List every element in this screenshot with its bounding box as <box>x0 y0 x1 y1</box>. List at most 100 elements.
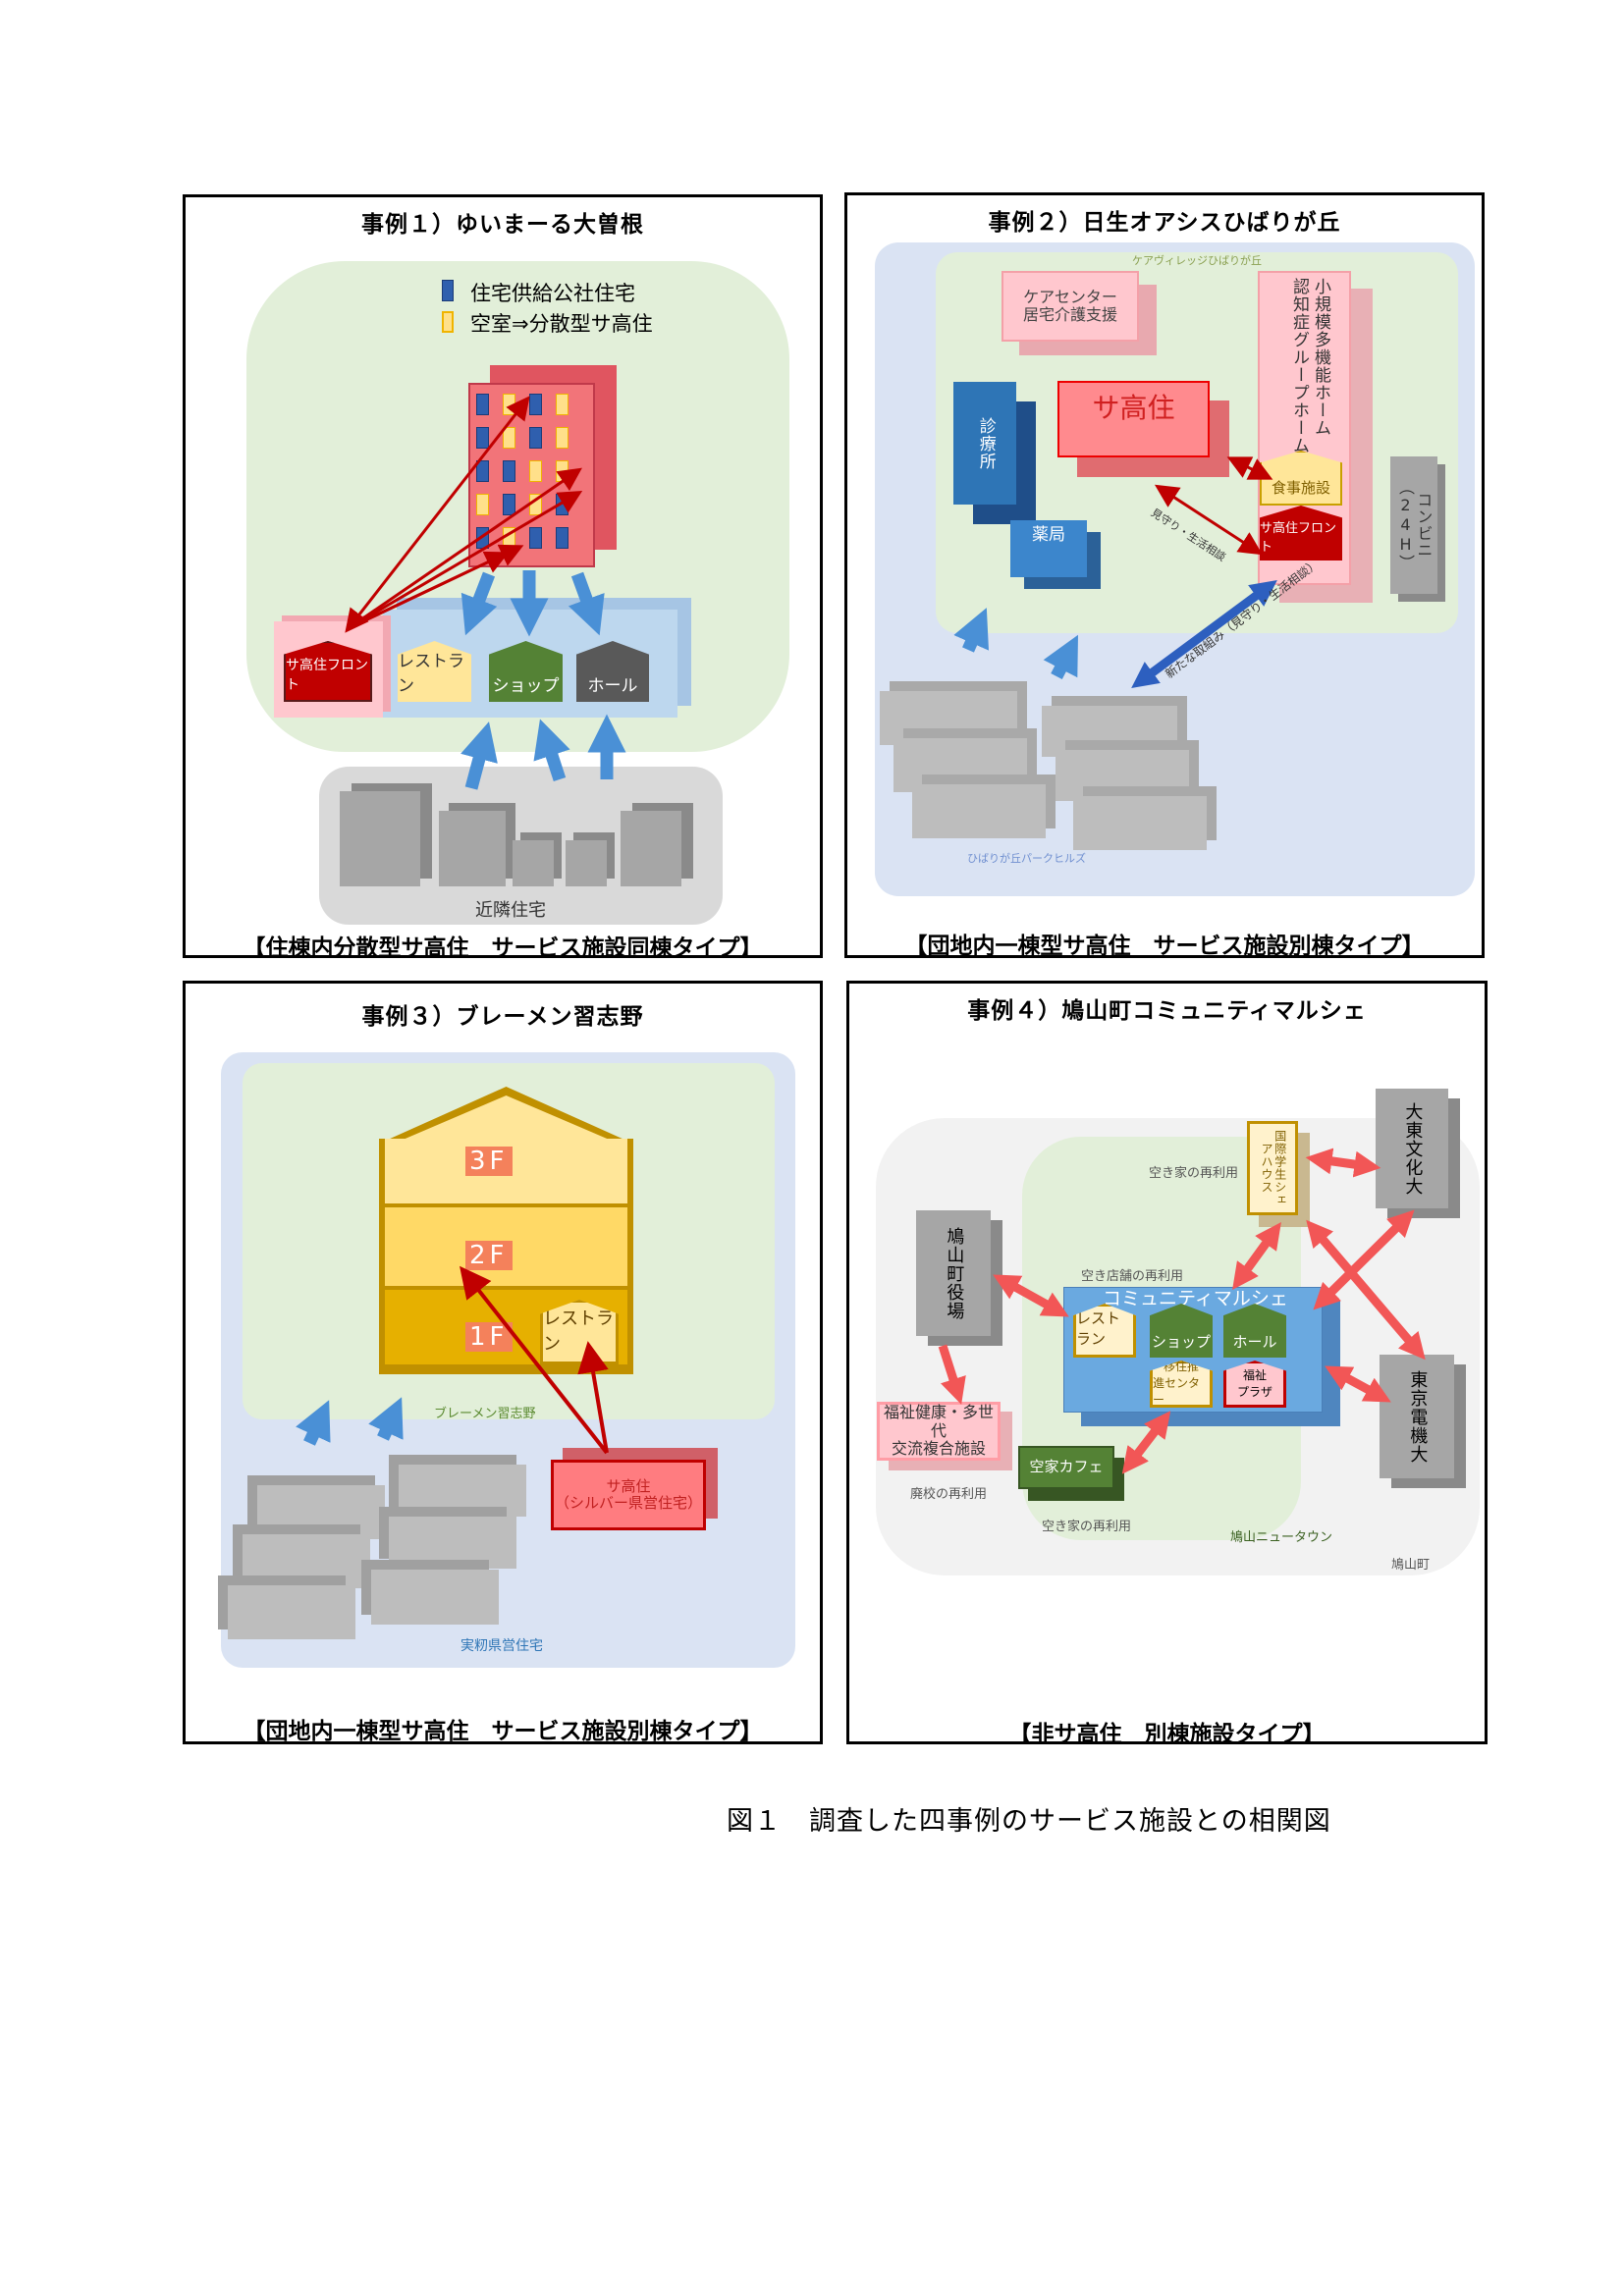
convenience-label: コンビニ（24H） <box>1396 479 1434 571</box>
window <box>556 527 568 549</box>
clinic: 診療所 <box>953 382 1016 505</box>
window <box>503 494 515 515</box>
pharmacy-label: 薬局 <box>1032 525 1065 545</box>
window <box>529 427 542 449</box>
case1-panel: 事例１）ゆいまーる大曽根 住宅供給公社住宅 空室⇒分散型サ高住 サ高住フロント … <box>183 194 823 958</box>
migration-label-2: 進センター <box>1153 1376 1201 1407</box>
estate-building <box>257 1485 385 1539</box>
floor-label-3f: 3F <box>465 1147 513 1176</box>
hall-label: ホール <box>587 676 638 696</box>
estate-building <box>1073 796 1207 850</box>
small-multi-label: 小規模多機能ホーム <box>1311 278 1330 437</box>
hall-label: ホール <box>1232 1333 1277 1351</box>
apartment-windows <box>476 394 594 561</box>
sakoju-label: サ高住 <box>1092 392 1175 424</box>
estate-label: ひばりが丘パークヒルズ <box>967 852 1086 865</box>
dining-label: 食事施設 <box>1271 479 1330 497</box>
marche-label: コミュニティマルシェ <box>1103 1288 1288 1309</box>
denki-university: 東京電機大 <box>1380 1355 1454 1478</box>
window <box>503 527 515 549</box>
case1-title: 事例１）ゆいまーる大曽根 <box>361 212 644 238</box>
legend-public-housing: 住宅供給公社住宅 <box>470 282 635 305</box>
vacant-house-cafe: 空家カフェ <box>1018 1446 1114 1489</box>
daito-label: 大東文化大 <box>1402 1101 1424 1196</box>
sakoju-label: サ高住 <box>606 1476 651 1495</box>
neighbor-house <box>566 840 607 886</box>
care-center: ケアセンター居宅介護支援 <box>1001 271 1139 342</box>
denki-label: 東京電機大 <box>1407 1369 1429 1464</box>
village-label: ケアヴィレッジひばりが丘 <box>1132 254 1262 267</box>
silver-housing-label: （シルバー県営住宅） <box>554 1494 702 1512</box>
estate-building <box>912 784 1046 838</box>
shop-label: ショップ <box>492 676 560 696</box>
estate-building <box>371 1570 499 1625</box>
legend-blue-icon <box>442 280 454 301</box>
floor-label-1f: 1F <box>465 1322 513 1352</box>
reuse-vacant-label-2: 空き家の再利用 <box>1042 1520 1132 1534</box>
cafe-label: 空家カフェ <box>1029 1458 1104 1476</box>
case3-footer: 【団地内一棟型サ高住 サービス施設別棟タイプ】 <box>243 1719 763 1744</box>
estate-building <box>389 1517 516 1569</box>
town-office: 鳩山町役場 <box>916 1210 991 1336</box>
migration-center-house: 移住推進センター <box>1150 1361 1213 1408</box>
estate-building <box>1042 706 1177 757</box>
case2-panel: 事例２）日生オアシスひばりが丘 ケアヴィレッジひばりが丘 ケアセンター居宅介護支… <box>844 192 1485 958</box>
window <box>556 494 568 515</box>
welfare-plaza-label-2: プラザ <box>1236 1384 1272 1399</box>
welfare-complex: 福祉健康・多世代交流複合施設 <box>877 1402 1001 1461</box>
shop-house: ショップ <box>489 641 563 702</box>
shop-house: ショップ <box>1150 1304 1213 1358</box>
window <box>529 494 542 515</box>
legend-yellow-icon <box>442 311 454 333</box>
neighbor-house <box>340 791 420 886</box>
case1-footer: 【住棟内分散型サ高住 サービス施設同棟タイプ】 <box>243 935 763 958</box>
share-house: 国際学生シェアハウス <box>1247 1121 1298 1215</box>
window <box>476 527 489 549</box>
estate-building <box>1056 750 1189 801</box>
neighbor-house <box>621 811 681 886</box>
case4-panel: 事例４）鳩山町コミュニティマルシェ 空き家の再利用 空き店舗の再利用 廃校の再利… <box>846 981 1488 1744</box>
front-label: サ高住フロント <box>286 658 368 693</box>
estate-label: 実籾県営住宅 <box>460 1638 543 1654</box>
restaurant-label: レストラン <box>398 652 464 696</box>
home-care-label: 居宅介護支援 <box>1022 305 1117 324</box>
window <box>503 460 515 482</box>
window <box>556 427 568 449</box>
case4-footer: 【非サ高住 別棟施設タイプ】 <box>1008 1722 1326 1744</box>
case2-title: 事例２）日生オアシスひばりが丘 <box>988 210 1341 236</box>
clinic-label: 診療所 <box>975 416 996 470</box>
window <box>503 427 515 449</box>
neighbor-house <box>513 840 554 886</box>
window <box>503 394 515 415</box>
welfare-plaza-house: 福祉プラザ <box>1223 1361 1286 1408</box>
restaurant-label: レストラン <box>1076 1309 1121 1348</box>
estate-building <box>893 738 1027 792</box>
case3-title: 事例３）ブレーメン習志野 <box>361 1004 644 1030</box>
dining-house: 食事施設 <box>1260 451 1342 506</box>
sakoju-building: サ高住 <box>1057 381 1210 457</box>
case2-footer: 【団地内一棟型サ高住 サービス施設別棟タイプ】 <box>904 934 1425 958</box>
restaurant-house: レストラン <box>398 641 471 702</box>
window <box>556 460 568 482</box>
convenience-store: コンビニ（24H） <box>1390 456 1437 594</box>
pharmacy: 薬局 <box>1010 520 1087 577</box>
welfare-plaza-label: 福祉 <box>1242 1367 1267 1382</box>
estate-building <box>399 1465 526 1517</box>
estate-building <box>880 691 1017 745</box>
legend-vacant-sakoju: 空室⇒分散型サ高住 <box>470 312 653 336</box>
welfare-complex-label-2: 交流複合施設 <box>891 1439 986 1459</box>
neighborhood-label: 近隣住宅 <box>475 900 546 921</box>
restaurant-label: レストラン <box>543 1308 614 1355</box>
sakoju-building: サ高住（シルバー県営住宅） <box>551 1460 706 1530</box>
case3-panel: 事例３）ブレーメン習志野 3F 2F 1F レストラン ブレーメン習志野 サ高住… <box>183 981 823 1744</box>
hall-house: ホール <box>1223 1304 1286 1358</box>
reuse-store-label: 空き店舗の再利用 <box>1081 1269 1184 1284</box>
restaurant-house: レストラン <box>1073 1304 1136 1358</box>
migration-label: 移住推 <box>1163 1360 1199 1373</box>
daito-university: 大東文化大 <box>1376 1089 1448 1208</box>
bremen-site-label: ブレーメン習志野 <box>434 1407 536 1421</box>
window <box>476 460 489 482</box>
welfare-complex-label: 福祉健康・多世代 <box>883 1403 994 1440</box>
newtown-label: 鳩山ニュータウン <box>1230 1530 1333 1545</box>
case4-title: 事例４）鳩山町コミュニティマルシェ <box>967 998 1367 1024</box>
